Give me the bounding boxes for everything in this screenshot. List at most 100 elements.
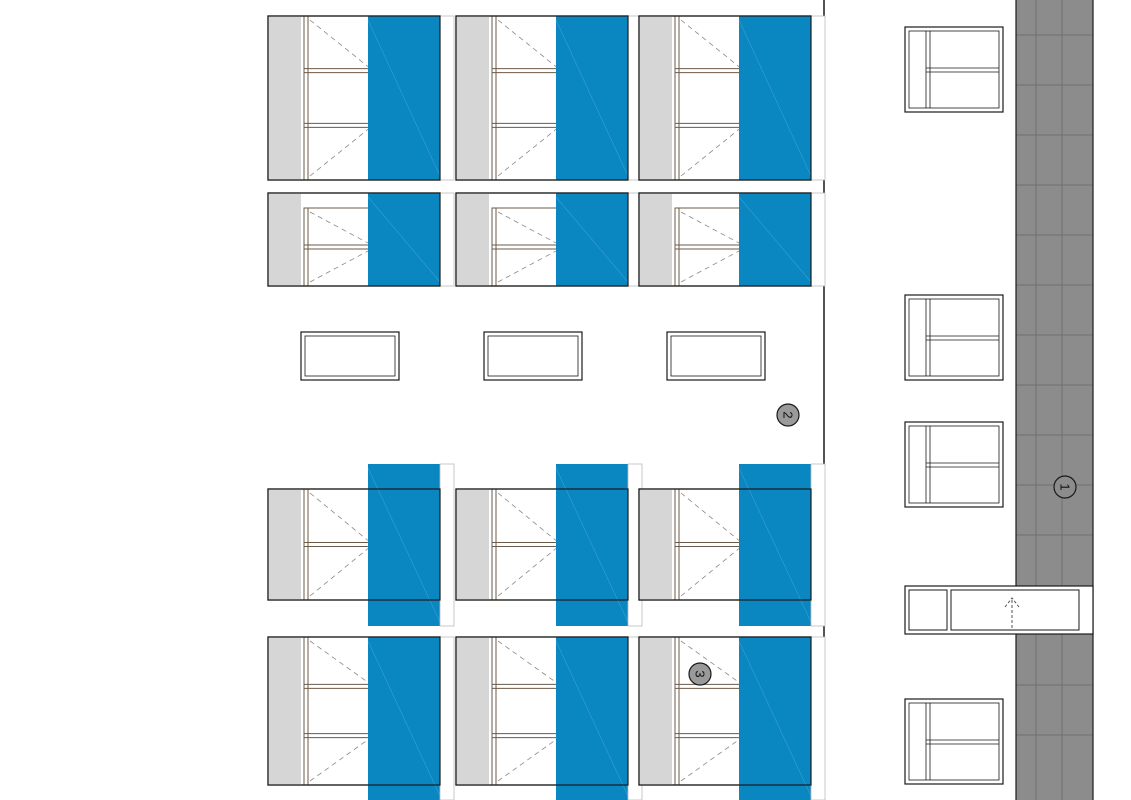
door-swing-line (680, 19, 740, 67)
door-swing-line (497, 739, 557, 782)
balcony-unit (455, 463, 643, 627)
door-swing-line (497, 548, 557, 597)
balcony-hatch (738, 196, 812, 283)
dashed-up-arrow-icon (1004, 597, 1020, 628)
balcony-hatch (738, 467, 812, 623)
door-swing-line (497, 19, 557, 67)
balcony-unit (455, 192, 643, 287)
unit-outline-top (267, 488, 441, 601)
side-window-4 (904, 698, 1004, 785)
railing-strip (810, 463, 826, 627)
balcony-unit (267, 192, 455, 287)
unit-outline-top (267, 636, 441, 786)
balcony-hatch (367, 467, 441, 623)
door-swing-line (680, 211, 740, 244)
door-swing-line (309, 250, 369, 283)
door-swing-line (680, 548, 740, 597)
railing-strip (810, 192, 826, 287)
side-window-2 (904, 294, 1004, 381)
planter-box-1 (300, 331, 400, 381)
side-window-3 (904, 421, 1004, 508)
balcony-hatch (555, 640, 629, 797)
unit-outline-top (638, 192, 812, 287)
balcony-unit (455, 15, 643, 181)
unit-outline-top (455, 488, 629, 601)
wall-strip (457, 194, 489, 285)
railing-strip (439, 192, 455, 287)
unit-outline-top (267, 15, 441, 181)
wall-strip (457, 638, 489, 784)
door-swing-line (497, 640, 557, 683)
unit-outline-top (455, 15, 629, 181)
door-swing-line (680, 739, 740, 782)
wall-strip (640, 17, 672, 179)
unit-outline-top (638, 15, 812, 181)
wall-strip (269, 638, 301, 784)
door-swing-line (309, 211, 369, 244)
wall-strip (640, 638, 672, 784)
door-swing-line (309, 548, 369, 597)
planter-box-3 (666, 331, 766, 381)
marker-3-label: 3 (693, 670, 708, 677)
door-swing-line (497, 492, 557, 541)
door-swing-line (309, 19, 369, 67)
balcony-unit (638, 15, 826, 181)
railing-strip (810, 636, 826, 800)
marker-3: 3 (688, 662, 712, 686)
marker-1: 1 (1053, 475, 1077, 499)
balcony-unit (638, 463, 826, 627)
road-paving-lines (1016, 0, 1093, 800)
balcony-unit (267, 463, 455, 627)
unit-outline-top (455, 636, 629, 786)
door-swing-line (309, 739, 369, 782)
wall-strip (457, 17, 489, 179)
road (1015, 0, 1094, 800)
wall-strip (457, 490, 489, 599)
door-swing-line (680, 250, 740, 283)
marker-2-label: 2 (781, 411, 796, 418)
door-swing-line (309, 129, 369, 177)
door-swing-line (309, 492, 369, 541)
wall-strip (269, 490, 301, 599)
balcony-hatch (555, 467, 629, 623)
balcony-unit (267, 636, 455, 800)
balcony-hatch (555, 196, 629, 283)
railing-strip (439, 636, 455, 800)
unit-outline-top (455, 192, 629, 287)
balcony-hatch (367, 640, 441, 797)
railing-strip (439, 15, 455, 181)
balcony-unit (455, 636, 643, 800)
unit-outline-top (267, 192, 441, 287)
railing-strip (439, 463, 455, 627)
balcony-hatch (738, 640, 812, 797)
balcony-unit (638, 636, 826, 800)
marker-2: 2 (776, 403, 800, 427)
balcony-units (267, 15, 826, 800)
balcony-hatch (555, 19, 629, 177)
wall-strip (269, 17, 301, 179)
door-swing-line (497, 129, 557, 177)
entrance-block (904, 585, 1094, 635)
balcony-hatch (367, 19, 441, 177)
wall-strip (269, 194, 301, 285)
door-swing-line (309, 640, 369, 683)
balcony-unit (267, 15, 455, 181)
door-swing-line (680, 640, 740, 683)
wall-strip (640, 490, 672, 599)
door-swing-line (680, 492, 740, 541)
wall-strip (640, 194, 672, 285)
door-swing-line (680, 129, 740, 177)
side-window-1 (904, 26, 1004, 113)
balcony-hatch (367, 196, 441, 283)
railing-strip (810, 15, 826, 181)
balcony-unit (638, 192, 826, 287)
door-swing-line (497, 211, 557, 244)
marker-1-label: 1 (1058, 483, 1073, 490)
unit-outline-top (638, 636, 812, 786)
balcony-hatch (738, 19, 812, 177)
door-swing-line (497, 250, 557, 283)
unit-outline-top (638, 488, 812, 601)
road-surface (1016, 0, 1093, 800)
planter-box-2 (483, 331, 583, 381)
